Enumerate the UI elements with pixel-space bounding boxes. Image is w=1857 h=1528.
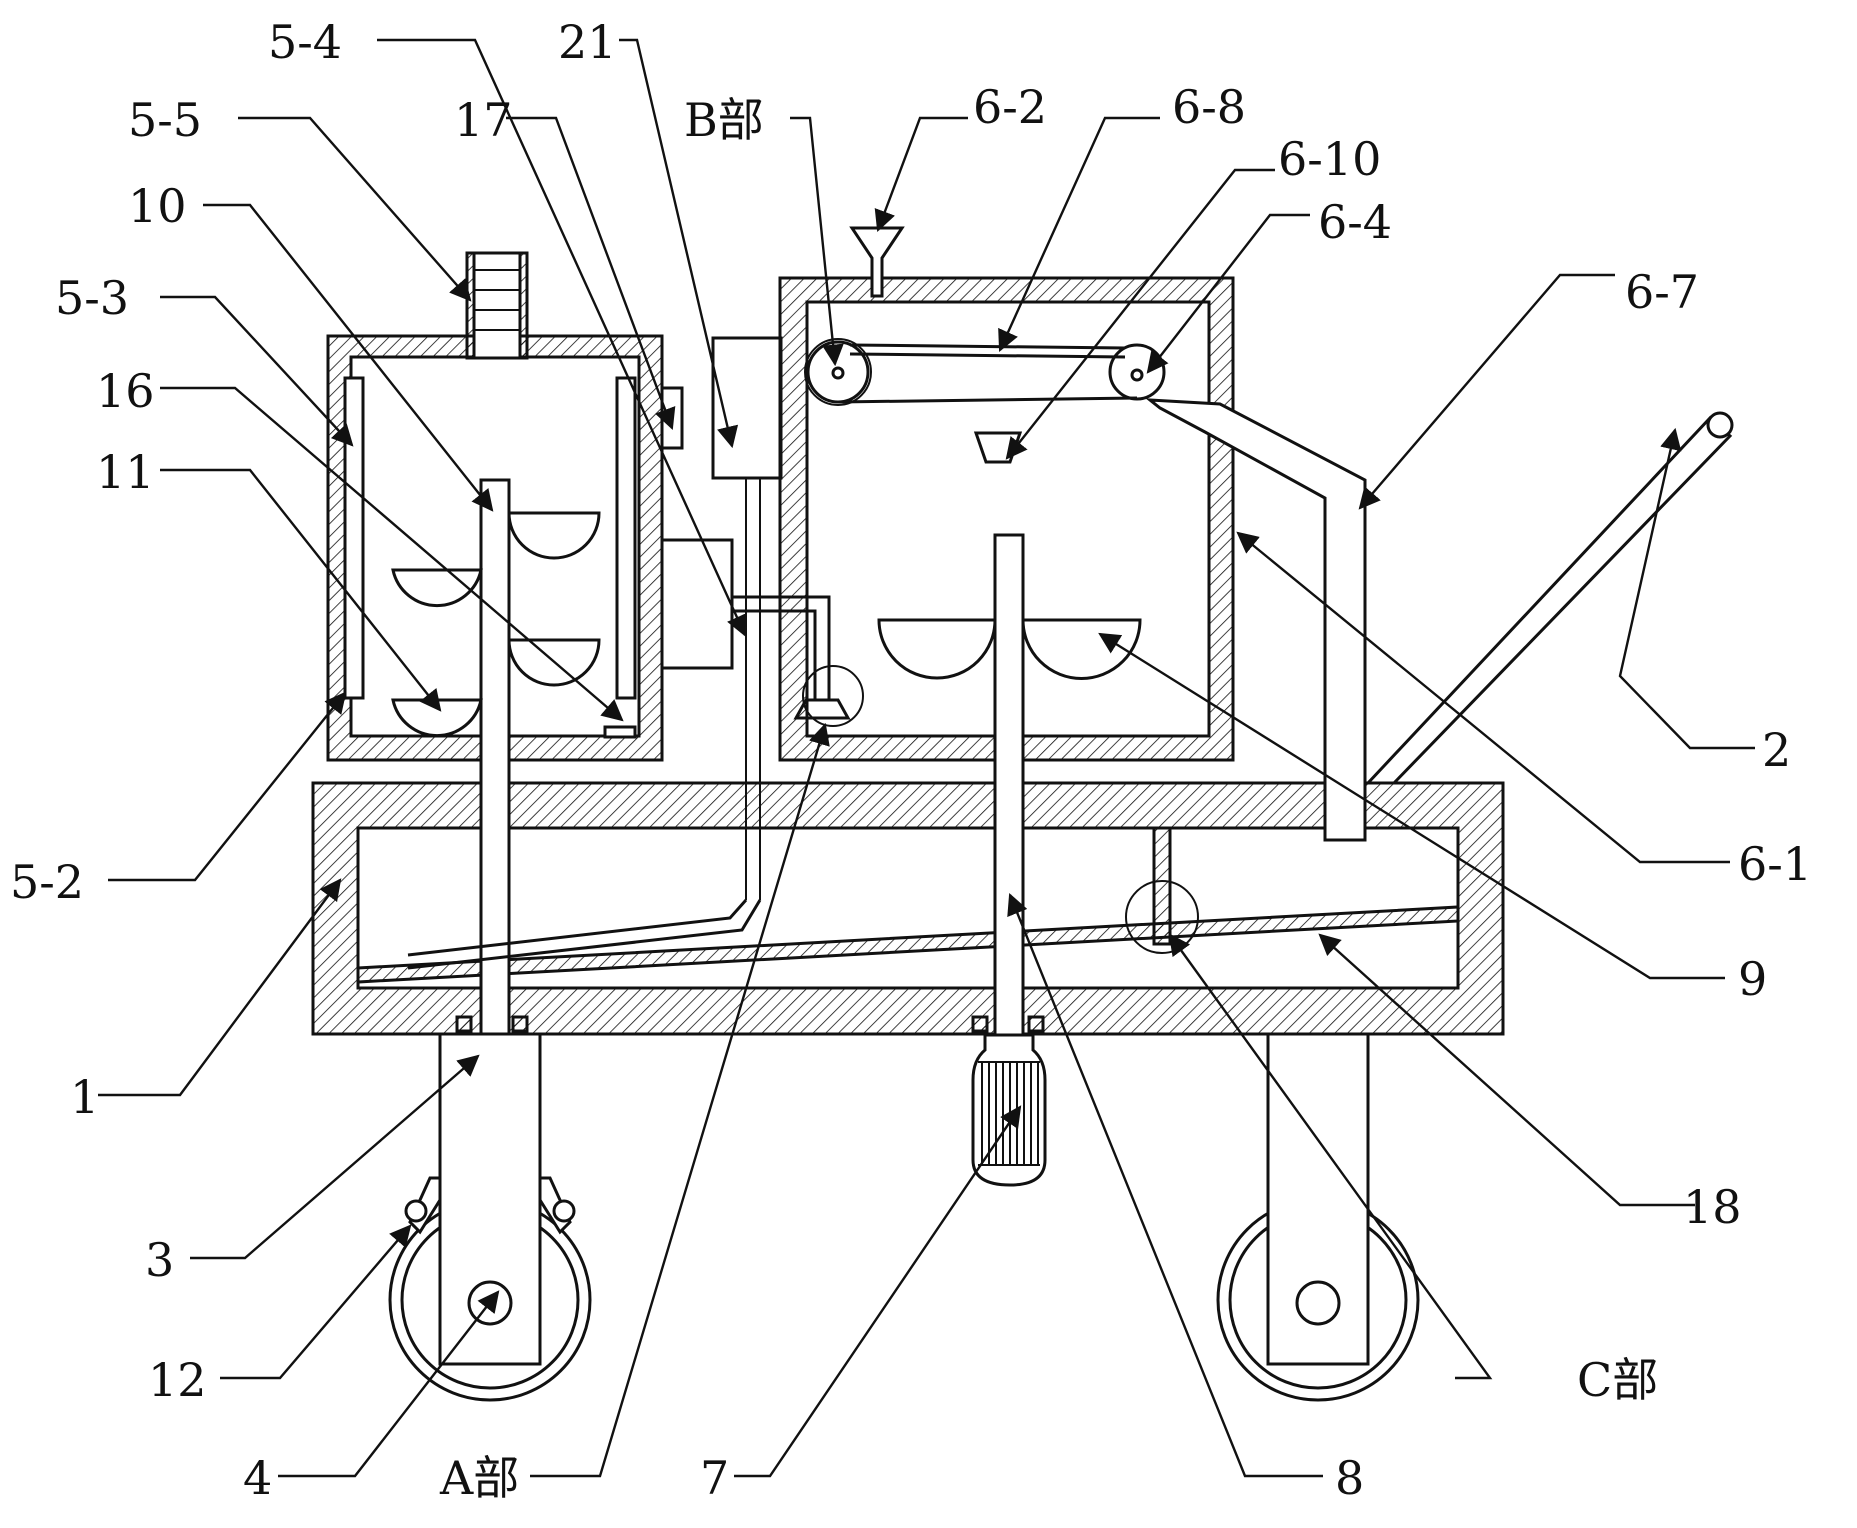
feed-hopper — [849, 226, 905, 298]
label-18: 18 — [1683, 1180, 1742, 1234]
label-11: 11 — [96, 445, 155, 499]
right-tank — [778, 276, 1235, 762]
label-5-2: 5-2 — [10, 855, 84, 909]
label-a-part: A部 — [439, 1451, 519, 1505]
push-handle — [1364, 411, 1734, 785]
label-3: 3 — [145, 1233, 174, 1287]
part-labels: 5-4 21 5-5 17 B部 6-2 6-8 6-10 6-4 10 6-7… — [10, 15, 1812, 1505]
label-6-10: 6-10 — [1278, 132, 1381, 186]
left-wheel — [388, 1032, 592, 1402]
label-b-part: B部 — [684, 93, 764, 147]
leader-lines — [98, 38, 1755, 1478]
left-mixing-tank — [326, 334, 664, 762]
belt-conveyor — [806, 340, 1166, 404]
label-9: 9 — [1738, 952, 1767, 1006]
label-1: 1 — [70, 1070, 99, 1124]
label-6-7: 6-7 — [1625, 265, 1699, 319]
label-6-8: 6-8 — [1172, 80, 1246, 134]
spray-nozzle — [973, 431, 1023, 464]
feed-pipe-5-5 — [465, 251, 529, 360]
label-4: 4 — [243, 1451, 272, 1505]
label-17: 17 — [454, 93, 513, 147]
label-c-part: C部 — [1577, 1353, 1658, 1407]
shaft-bearings — [455, 1015, 1045, 1033]
support-post — [1152, 826, 1172, 946]
label-16: 16 — [96, 364, 155, 418]
inclined-screen-plate — [356, 905, 1460, 984]
label-8: 8 — [1335, 1451, 1364, 1505]
label-6-2: 6-2 — [973, 80, 1047, 134]
label-6-1: 6-1 — [1738, 837, 1812, 891]
label-5-5: 5-5 — [128, 93, 202, 147]
small-box-17 — [660, 386, 684, 450]
right-wheel — [1216, 1032, 1420, 1402]
label-7: 7 — [700, 1451, 729, 1505]
label-6-4: 6-4 — [1318, 195, 1392, 249]
label-2: 2 — [1762, 723, 1791, 777]
base-frame — [311, 781, 1505, 1036]
pump-assembly — [407, 336, 851, 970]
label-5-4: 5-4 — [268, 15, 342, 69]
detail-circles — [802, 338, 1199, 954]
label-12: 12 — [148, 1353, 207, 1407]
discharge-chute — [1145, 398, 1367, 842]
label-5-3: 5-3 — [55, 271, 129, 325]
label-21: 21 — [558, 15, 617, 69]
label-10: 10 — [128, 179, 187, 233]
